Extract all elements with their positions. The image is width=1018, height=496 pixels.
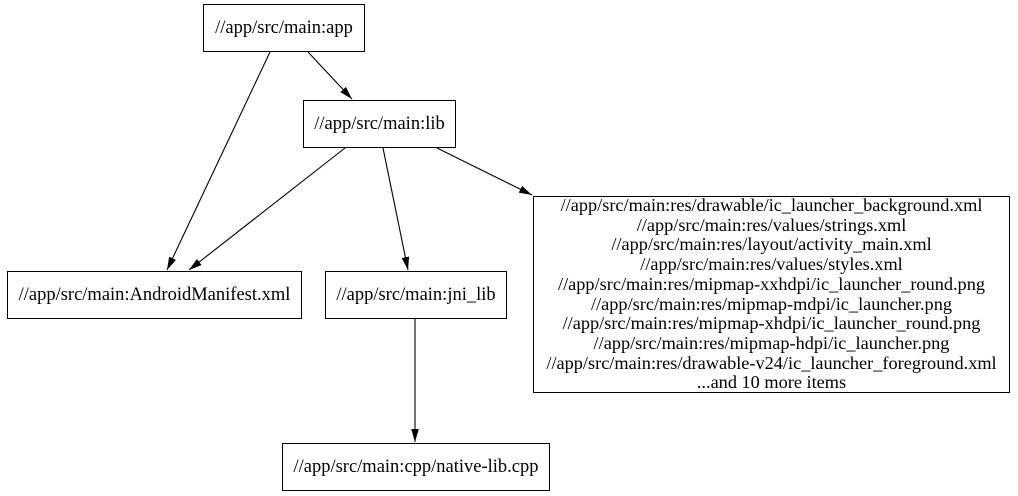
edge-lib-to-resources <box>436 147 533 196</box>
node-native-lib-cpp: //app/src/main:cpp/native-lib.cpp <box>282 443 550 491</box>
edge-app-to-lib <box>307 51 353 100</box>
node-lib-label: //app/src/main:lib <box>314 113 445 134</box>
resource-item: //app/src/main:res/mipmap-xxhdpi/ic_laun… <box>558 273 985 294</box>
node-android-manifest: //app/src/main:AndroidManifest.xml <box>7 271 302 319</box>
resource-item: //app/src/main:res/values/styles.xml <box>640 254 903 275</box>
edge-lib-to-android-manifest <box>188 147 346 271</box>
edge-lib-to-jni-lib <box>382 147 410 271</box>
node-native-lib-cpp-label: //app/src/main:cpp/native-lib.cpp <box>293 456 539 477</box>
resource-item: //app/src/main:res/mipmap-xhdpi/ic_launc… <box>562 313 981 334</box>
node-android-manifest-label: //app/src/main:AndroidManifest.xml <box>18 284 291 305</box>
resource-item: //app/src/main:res/drawable-v24/ic_launc… <box>546 352 997 373</box>
node-app: //app/src/main:app <box>203 4 365 52</box>
node-jni-lib: //app/src/main:jni_lib <box>325 271 507 319</box>
node-lib: //app/src/main:lib <box>303 100 456 148</box>
edge-app-to-android-manifest <box>166 51 271 271</box>
resource-item: //app/src/main:res/drawable/ic_launcher_… <box>560 194 983 215</box>
resource-item: //app/src/main:res/layout/activity_main.… <box>611 234 932 255</box>
node-resources-list: //app/src/main:res/drawable/ic_launcher_… <box>533 194 1010 393</box>
resource-item: //app/src/main:res/values/strings.xml <box>636 214 907 235</box>
resource-more-items: ...and 10 more items <box>696 372 847 393</box>
node-app-label: //app/src/main:app <box>215 17 353 38</box>
resource-item: //app/src/main:res/mipmap-hdpi/ic_launch… <box>593 332 950 353</box>
resource-item: //app/src/main:res/mipmap-mdpi/ic_launch… <box>591 293 952 314</box>
node-jni-lib-label: //app/src/main:jni_lib <box>336 284 496 305</box>
